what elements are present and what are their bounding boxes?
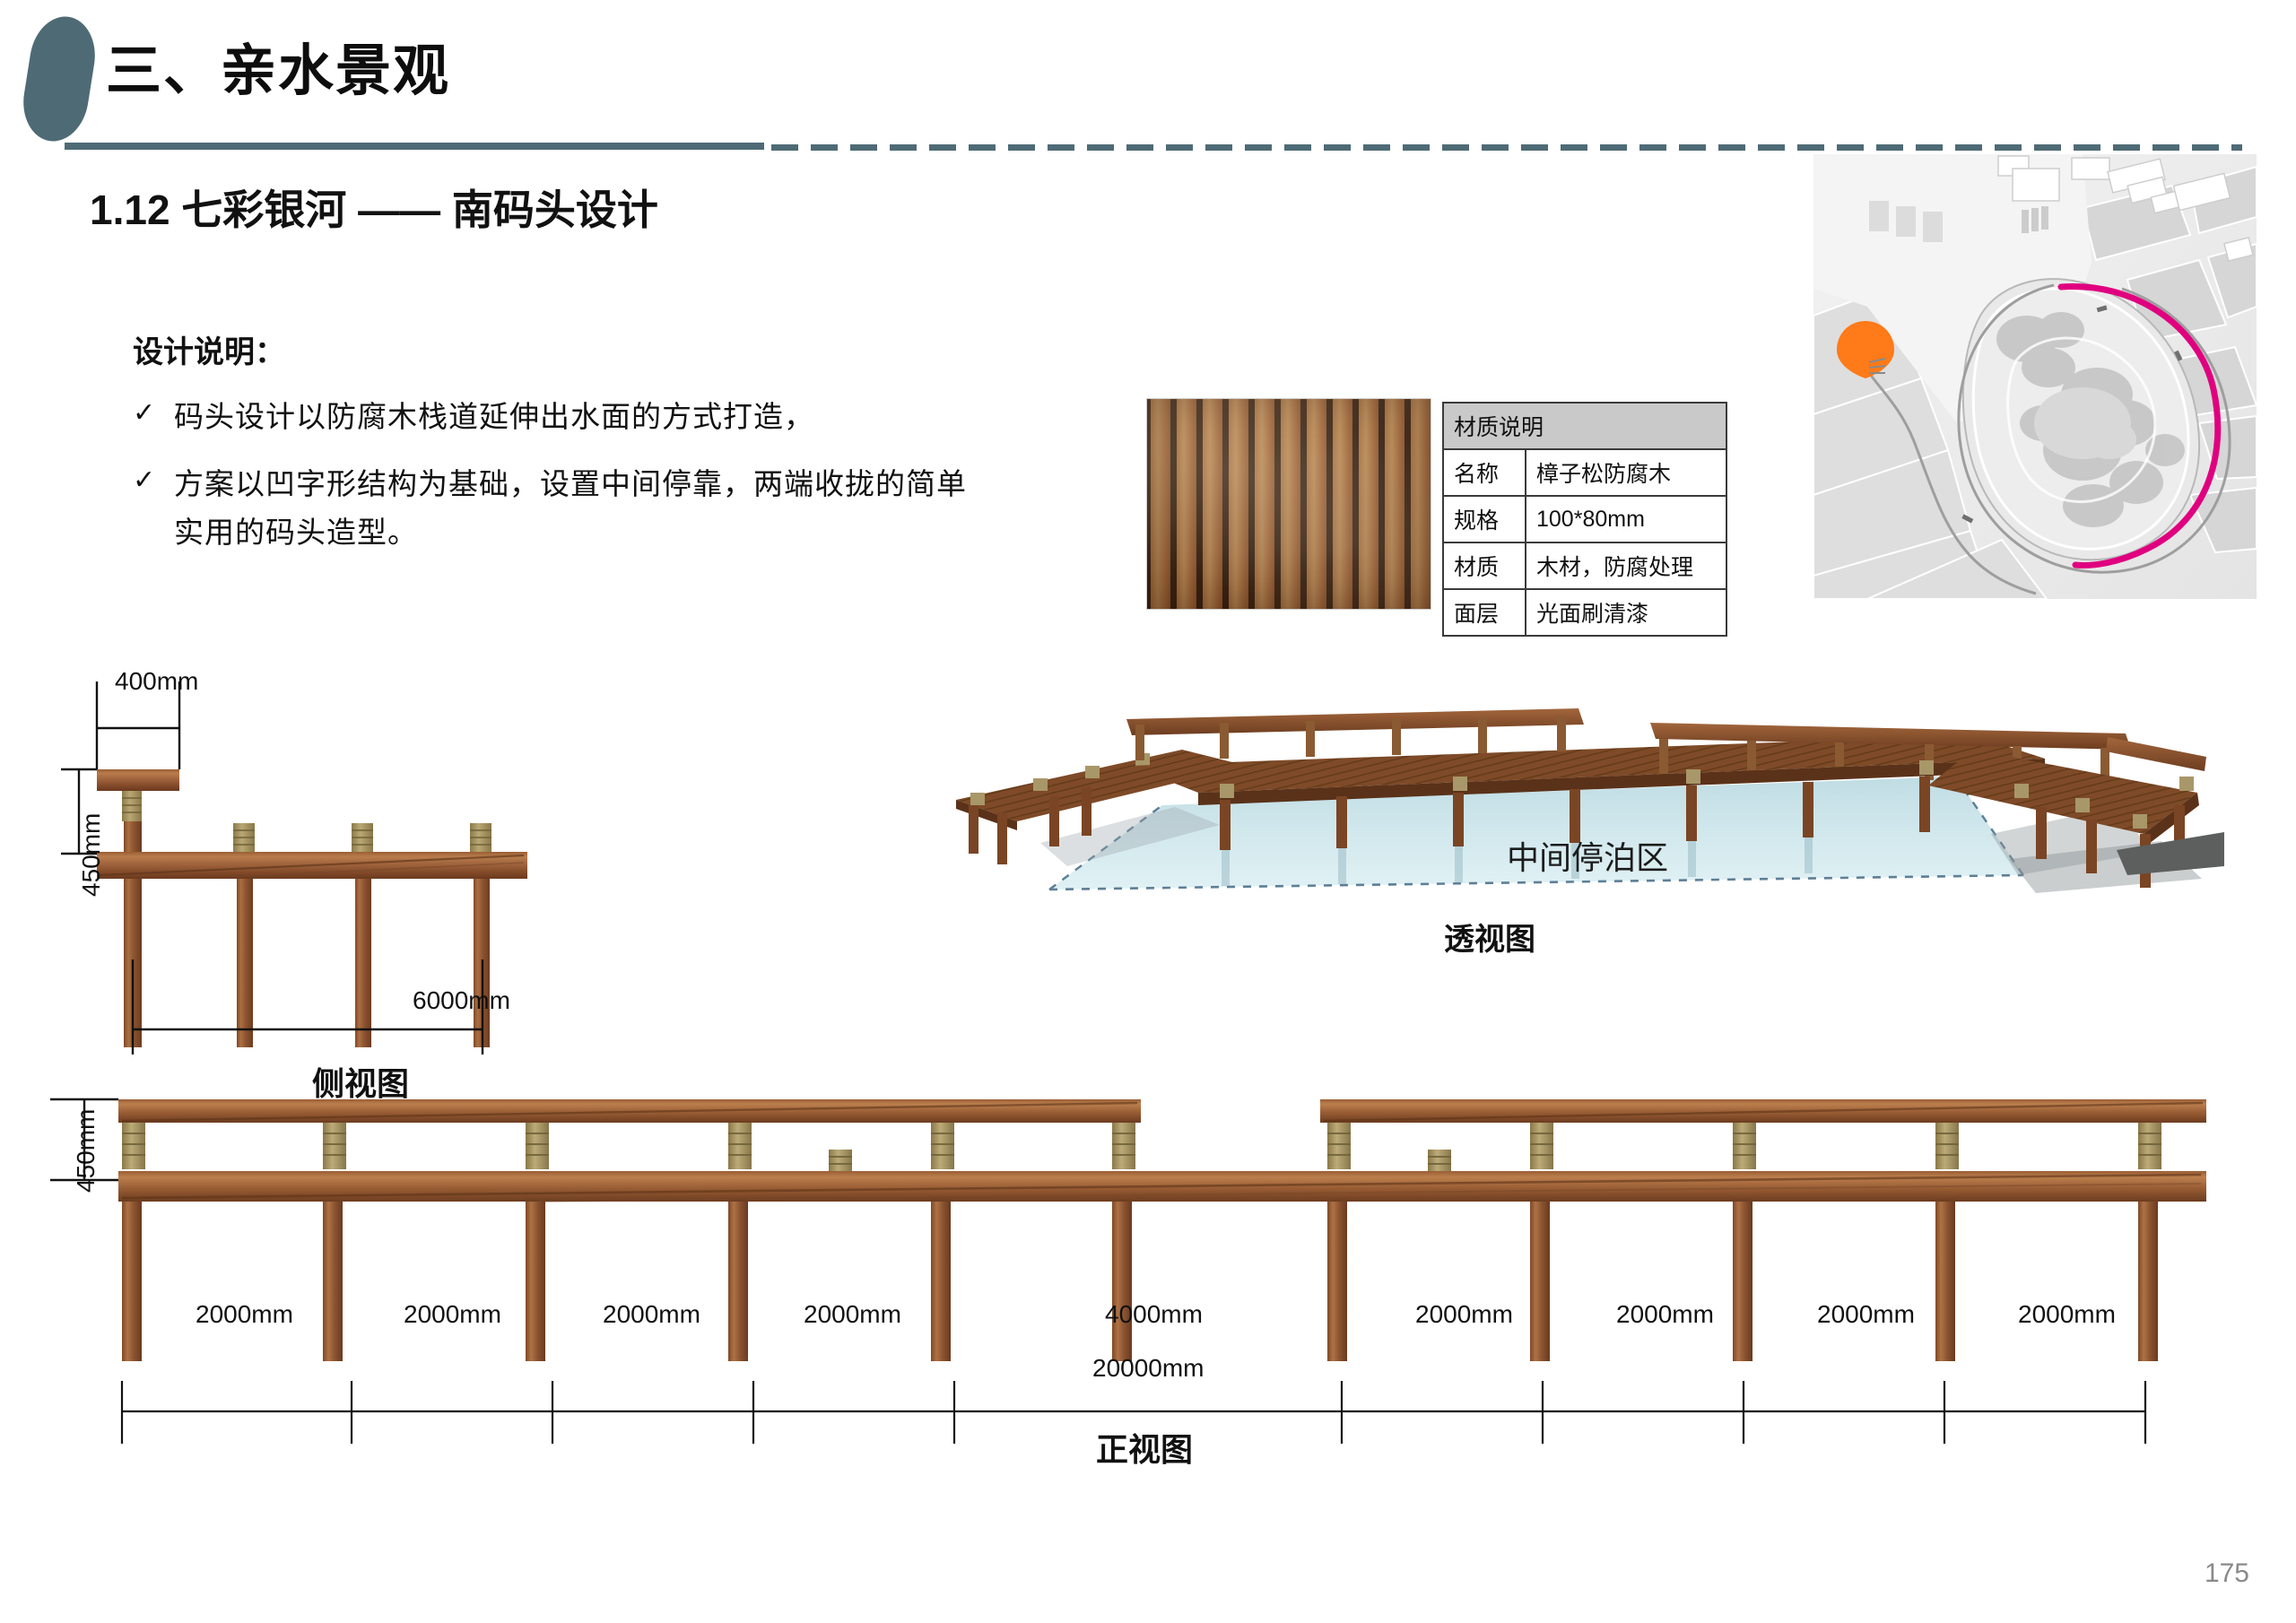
table-cell-value: 樟子松防腐木 — [1525, 448, 1727, 497]
front-view-segment-dim: 2000mm — [603, 1300, 700, 1328]
table-row: 名称 樟子松防腐木 — [1442, 448, 1727, 497]
front-view-segment-dim: 2000mm — [804, 1300, 901, 1328]
header-divider-dashed — [771, 144, 2242, 151]
table-cell-key: 名称 — [1442, 448, 1526, 497]
design-note-list: ✓ 码头设计以防腐木栈道延伸出水面的方式打造， ✓ 方案以凹字形结构为基础，设置… — [133, 393, 967, 576]
table-row: 材质说明 — [1442, 402, 1727, 450]
check-icon: ✓ — [133, 398, 156, 428]
list-item-text: 码头设计以防腐木栈道延伸出水面的方式打造， — [174, 400, 814, 433]
table-header-cell: 材质说明 — [1442, 402, 1727, 450]
list-item: ✓ 码头设计以防腐木栈道延伸出水面的方式打造， — [133, 393, 967, 440]
front-view-segment-dim: 2000mm — [1817, 1300, 1915, 1328]
front-view-total-dim: 20000mm — [1092, 1354, 1205, 1382]
list-item: ✓ 方案以凹字形结构为基础，设置中间停靠，两端收拢的简单实用的码头造型。 — [133, 460, 967, 556]
perspective-view-label: 透视图 — [1444, 923, 1535, 957]
front-view-segment-dim: 2000mm — [404, 1300, 501, 1328]
chapter-title: 三、亲水景观 — [106, 40, 451, 102]
side-view-dim-top: 400mm — [115, 667, 199, 695]
page-number: 175 — [2204, 1558, 2249, 1588]
side-view-drawing — [54, 664, 861, 1058]
side-view-label: 侧视图 — [312, 1065, 410, 1102]
table-cell-value: 100*80mm — [1525, 495, 1727, 543]
mooring-area-label: 中间停泊区 — [1507, 839, 1669, 876]
table-row: 规格 100*80mm — [1442, 495, 1727, 543]
table-cell-value: 木材，防腐处理 — [1525, 542, 1727, 590]
table-cell-key: 面层 — [1442, 588, 1526, 637]
side-view-dim-length: 6000mm — [413, 986, 510, 1014]
table-cell-key: 规格 — [1442, 495, 1526, 543]
front-view-segment-dim: 4000mm — [1105, 1300, 1203, 1328]
table-row: 面层 光面刷清漆 — [1442, 588, 1727, 637]
table-cell-value: 光面刷清漆 — [1525, 588, 1727, 637]
header-accent-blob — [17, 12, 101, 146]
design-note-heading: 设计说明： — [133, 335, 285, 369]
list-item-text: 方案以凹字形结构为基础，设置中间停靠，两端收拢的简单实用的码头造型。 — [174, 467, 967, 549]
front-view-segment-dim: 2000mm — [1415, 1300, 1513, 1328]
front-view-segment-dim: 2000mm — [2018, 1300, 2116, 1328]
front-view-segment-dim: 2000mm — [1616, 1300, 1714, 1328]
header-divider-solid — [65, 143, 764, 150]
map-pin — [1837, 321, 1894, 378]
side-view-dim-height: 450mm — [77, 812, 105, 897]
material-spec-table: 材质说明 名称 樟子松防腐木 规格 100*80mm 材质 木材，防腐处理 面层… — [1442, 402, 1727, 637]
check-icon: ✓ — [133, 465, 156, 496]
perspective-view-drawing — [951, 699, 2224, 933]
table-row: 材质 木材，防腐处理 — [1442, 542, 1727, 590]
table-cell-key: 材质 — [1442, 542, 1526, 590]
site-location-map — [1813, 154, 2257, 599]
material-swatch-image — [1146, 398, 1431, 610]
front-view-drawing — [36, 1067, 2242, 1444]
page-title: 1.12 七彩银河 —— 南码头设计 — [90, 187, 658, 233]
front-view-dim-height: 450mm — [72, 1108, 100, 1193]
front-view-segment-dim: 2000mm — [196, 1300, 293, 1328]
front-view-label: 正视图 — [1096, 1431, 1194, 1468]
